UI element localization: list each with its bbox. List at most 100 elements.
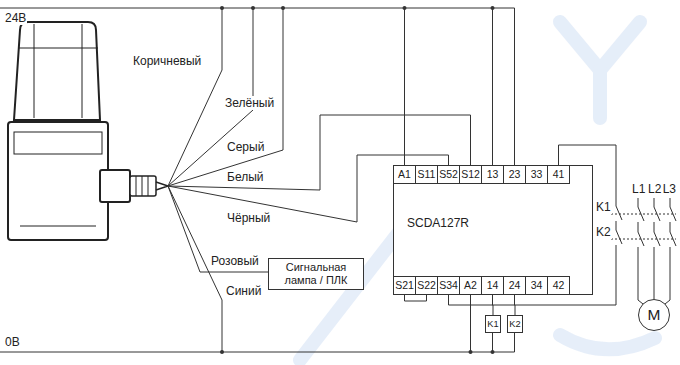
node-text: S12 [460, 166, 481, 183]
node-text: 23 [504, 166, 525, 183]
coil-box: K2 [507, 315, 523, 333]
laser-scanner [136, 176, 148, 196]
node-text: 13 [482, 166, 503, 183]
contactor-label: K2 [595, 225, 612, 239]
supply-rail [0, 352, 515, 353]
wire-color-label: Коричневый [132, 54, 202, 68]
laser-scanner [14, 22, 100, 120]
voltage-label: 24В [4, 11, 27, 25]
node-text: A1 [394, 166, 415, 183]
relay-wire [514, 8, 515, 165]
junction-dot [220, 6, 224, 10]
junction-dot [403, 6, 407, 10]
junction-dot [491, 350, 495, 354]
terminal-cell: S52 [437, 165, 460, 184]
wire-color-label: Зелёный [224, 96, 275, 110]
junction-dot [220, 6, 495, 354]
safety-relay-module: SCDA127R A1S11S52S1213233341S21S22S34A214… [393, 165, 593, 295]
terminal-cell: 14 [481, 276, 504, 295]
laser-scanner [130, 176, 156, 196]
terminal-cell: S34 [437, 276, 460, 295]
terminal-cell: A2 [459, 276, 482, 295]
node-text: 24 [504, 277, 525, 294]
terminal-cell: A1 [393, 165, 416, 184]
watermark [560, 335, 655, 349]
contactor-contact [665, 198, 676, 304]
sensor-wire [168, 8, 471, 352]
terminal-cell: 34 [525, 276, 548, 295]
terminal-cell: 33 [525, 165, 548, 184]
contactor-label: K1 [595, 200, 612, 214]
laser-scanner [18, 24, 98, 118]
laser-scanner [8, 122, 108, 240]
junction-dot [469, 350, 473, 354]
contactor-contact [616, 200, 622, 247]
supply-rail [0, 8, 515, 352]
junction-dot [281, 6, 285, 10]
node-text: 14 [482, 277, 503, 294]
supply-rail [0, 8, 515, 9]
sensor-wire [168, 186, 222, 352]
node-text: SCDA127R [407, 217, 469, 230]
node-text: S11 [416, 166, 437, 183]
node-text: S21 [394, 277, 415, 294]
wire-color-label: Розовый [210, 254, 260, 268]
sensor-wire [168, 186, 268, 272]
wire-connector [514, 295, 516, 315]
wire-color-label: Чёрный [226, 211, 271, 225]
node-text: S34 [438, 277, 459, 294]
laser-scanner [14, 132, 102, 154]
wire-color-label: Серый [226, 140, 265, 154]
watermark [560, 22, 640, 70]
node-text: S52 [438, 166, 459, 183]
phase-label: L3 [662, 182, 677, 196]
sensor-wire [168, 115, 471, 190]
wire-color-label: Белый [226, 170, 264, 184]
relay-wire [514, 333, 515, 352]
node-text: 34 [526, 277, 547, 294]
junction-dot [251, 6, 255, 10]
sensor-wire [168, 8, 222, 186]
node-text: 41 [548, 166, 569, 183]
phase-label: L2 [647, 182, 662, 196]
relay-wire [470, 294, 471, 352]
relay-wire [404, 8, 405, 165]
terminal-cell: S12 [459, 165, 482, 184]
node-text: M [639, 300, 669, 330]
node-text: K2 [508, 316, 522, 332]
node-text: S22 [416, 277, 437, 294]
terminal-cell: 41 [547, 165, 570, 184]
motor-symbol: M [638, 299, 670, 331]
voltage-label: 0В [4, 335, 21, 349]
terminal-cell: 24 [503, 276, 526, 295]
terminal-cell: 42 [547, 276, 570, 295]
node-text: 33 [526, 166, 547, 183]
laser-scanner [20, 226, 96, 227]
node-text: A2 [460, 277, 481, 294]
contactor-contact [611, 198, 676, 304]
watermark [593, 70, 607, 118]
terminal-cell: 13 [481, 165, 504, 184]
relay-wire [492, 333, 493, 352]
node-text: Сигнальная лампа / ПЛК [273, 261, 359, 287]
laser-scanner [156, 182, 168, 190]
wire-color-label: Синий [225, 284, 262, 298]
phase-label: L1 [631, 182, 646, 196]
contactor-contact [611, 214, 676, 239]
signal-lamp-box: Сигнальная лампа / ПЛК [268, 258, 364, 290]
terminal-cell: S21 [393, 276, 416, 295]
relay-wire [492, 8, 493, 165]
node-text: K1 [486, 316, 500, 332]
node-text: 42 [548, 277, 569, 294]
junction-dot [491, 6, 495, 10]
wire-connector [405, 295, 427, 301]
terminal-cell: 23 [503, 165, 526, 184]
terminal-cell: S11 [415, 165, 438, 184]
wire-connector [492, 295, 494, 315]
terminal-cell: S22 [415, 276, 438, 295]
watermark [300, 22, 655, 360]
contactor-contact [654, 198, 660, 299]
junction-dot [220, 350, 224, 354]
